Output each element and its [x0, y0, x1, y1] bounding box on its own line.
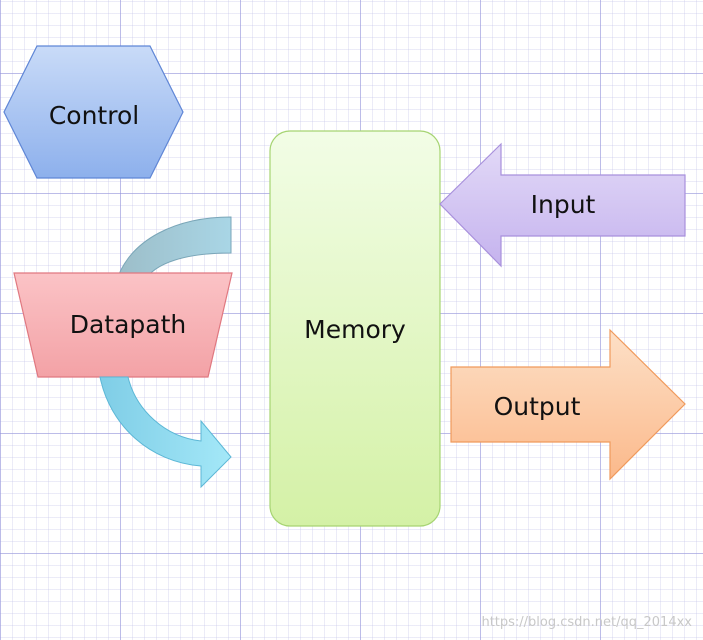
input-arrow: [439, 142, 686, 268]
watermark-text: https://blog.csdn.net/qq_2014xx: [481, 615, 692, 630]
datapath-block: [13, 272, 233, 378]
control-label: Control: [49, 101, 139, 130]
control-block: [3, 45, 184, 179]
memory-block: [269, 130, 441, 527]
curved-arrow-memory-to-datapath: [115, 216, 232, 283]
output-arrow: [450, 328, 686, 481]
datapath-label: Datapath: [70, 310, 187, 339]
curved-arrow-datapath-to-memory: [99, 376, 232, 489]
memory-label: Memory: [304, 315, 406, 344]
output-label: Output: [494, 392, 581, 421]
input-label: Input: [531, 190, 596, 219]
